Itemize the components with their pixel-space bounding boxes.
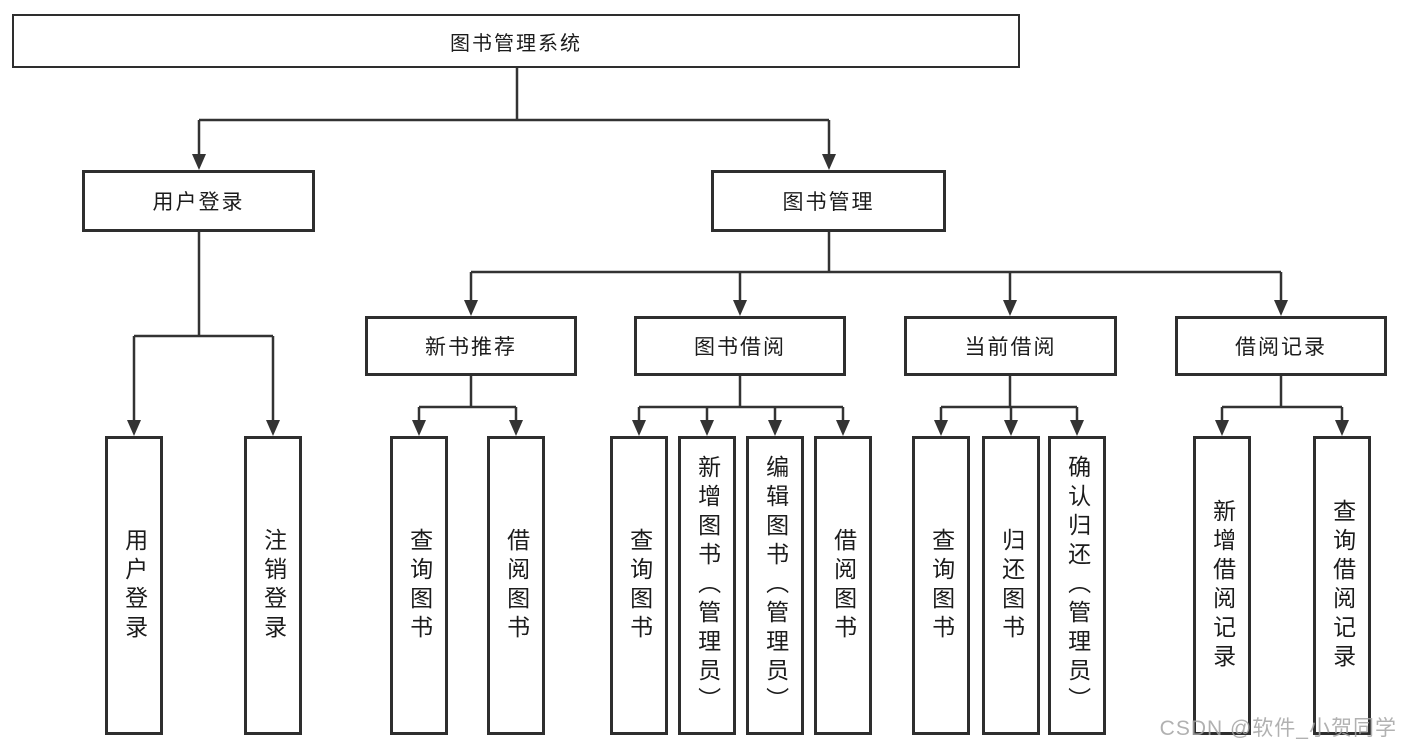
leaf-borrow-books: 借阅图书 <box>814 436 872 735</box>
node-borrowing-records-label: 借阅记录 <box>1235 336 1327 359</box>
leaf-add-borrow-record: 新增借阅记录 <box>1193 436 1251 735</box>
leaf-logout: 注销登录 <box>244 436 302 735</box>
leaf-query-borrow-record: 查询借阅记录 <box>1313 436 1371 735</box>
leaf-borrow-books-recommend: 借阅图书 <box>487 436 545 735</box>
leaf-add-book-admin-label: 新增图书（管理员） <box>694 455 721 716</box>
node-borrowing-records: 借阅记录 <box>1175 316 1387 376</box>
leaf-add-borrow-record-label: 新增借阅记录 <box>1209 498 1236 673</box>
node-current-borrowing-label: 当前借阅 <box>964 336 1057 359</box>
node-user-login-label: 用户登录 <box>152 191 245 214</box>
leaf-query-borrow-record-label: 查询借阅记录 <box>1329 498 1356 673</box>
node-root-label: 图书管理系统 <box>450 32 582 55</box>
leaf-query-books-borrowing-label: 查询图书 <box>626 527 653 644</box>
node-user-login: 用户登录 <box>82 170 315 232</box>
leaf-query-books-current-label: 查询图书 <box>928 527 955 644</box>
node-book-management: 图书管理 <box>711 170 946 232</box>
leaf-logout-label: 注销登录 <box>260 527 287 644</box>
node-new-book-recommendation: 新书推荐 <box>365 316 577 376</box>
leaf-borrow-books-label: 借阅图书 <box>830 527 857 644</box>
leaf-edit-book-admin-label: 编辑图书（管理员） <box>762 455 789 716</box>
leaf-user-login-label: 用户登录 <box>121 527 148 644</box>
leaf-edit-book-admin: 编辑图书（管理员） <box>746 436 804 735</box>
leaf-add-book-admin: 新增图书（管理员） <box>678 436 736 735</box>
node-new-book-recommendation-label: 新书推荐 <box>425 336 517 359</box>
node-book-borrowing: 图书借阅 <box>634 316 846 376</box>
node-book-management-label: 图书管理 <box>782 191 875 214</box>
leaf-return-book-label: 归还图书 <box>998 527 1025 644</box>
leaf-query-books-recommend: 查询图书 <box>390 436 448 735</box>
watermark: CSDN @软件_小贺同学 <box>1159 717 1397 740</box>
node-root: 图书管理系统 <box>12 14 1020 68</box>
leaf-query-books-recommend-label: 查询图书 <box>406 527 433 644</box>
leaf-query-books-borrowing: 查询图书 <box>610 436 668 735</box>
leaf-user-login: 用户登录 <box>105 436 163 735</box>
leaf-query-books-current: 查询图书 <box>912 436 970 735</box>
node-book-borrowing-label: 图书借阅 <box>694 336 786 359</box>
leaf-return-book: 归还图书 <box>982 436 1040 735</box>
leaf-borrow-books-recommend-label: 借阅图书 <box>503 527 530 644</box>
node-current-borrowing: 当前借阅 <box>904 316 1117 376</box>
leaf-confirm-return-admin-label: 确认归还（管理员） <box>1064 455 1091 716</box>
leaf-confirm-return-admin: 确认归还（管理员） <box>1048 436 1106 735</box>
